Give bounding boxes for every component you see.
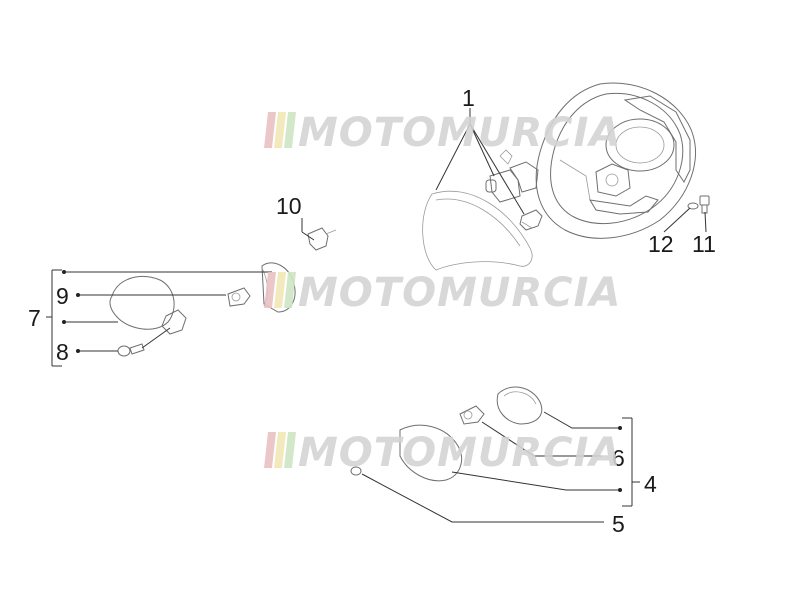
- bolt: [699, 195, 710, 214]
- watermark-bottom: MOTOMURCIA: [264, 430, 621, 476]
- watermark-middle: MOTOMURCIA: [264, 270, 621, 316]
- callout-12: 12: [648, 231, 674, 257]
- callout-labels: 1 10 12 11 7 9 8 6 4 5: [28, 85, 716, 537]
- callout-4: 4: [644, 471, 657, 497]
- callout-6: 6: [612, 445, 625, 471]
- callout-1: 1: [462, 85, 475, 111]
- callout-11: 11: [692, 231, 716, 257]
- callout-10: 10: [276, 193, 302, 219]
- turn-indicator-bulb: [227, 287, 251, 307]
- watermark-top: MOTOMURCIA: [264, 110, 621, 156]
- headlamp-lens: [422, 190, 533, 271]
- callout-7: 7: [28, 305, 41, 331]
- callout-9: 9: [56, 283, 69, 309]
- screw: [117, 343, 145, 357]
- right-indicator-lens: [496, 386, 543, 425]
- watermark-text: MOTOMURCIA: [298, 430, 621, 476]
- leader-dots: [62, 270, 622, 492]
- headlamp-housing: [535, 82, 696, 239]
- leader-lines: [46, 108, 707, 523]
- watermark-text: MOTOMURCIA: [298, 270, 621, 316]
- watermark-text: MOTOMURCIA: [298, 110, 621, 156]
- right-indicator-housing: [399, 424, 462, 482]
- clip: [307, 227, 337, 251]
- turn-indicator-lens: [109, 276, 175, 330]
- callout-5: 5: [612, 511, 625, 537]
- parking-bulb: [519, 209, 543, 231]
- right-indicator-bulb: [459, 405, 485, 425]
- headlamp-bulb: [485, 149, 539, 203]
- grommet: [350, 466, 362, 476]
- washer: [687, 202, 699, 210]
- callout-8: 8: [56, 339, 69, 365]
